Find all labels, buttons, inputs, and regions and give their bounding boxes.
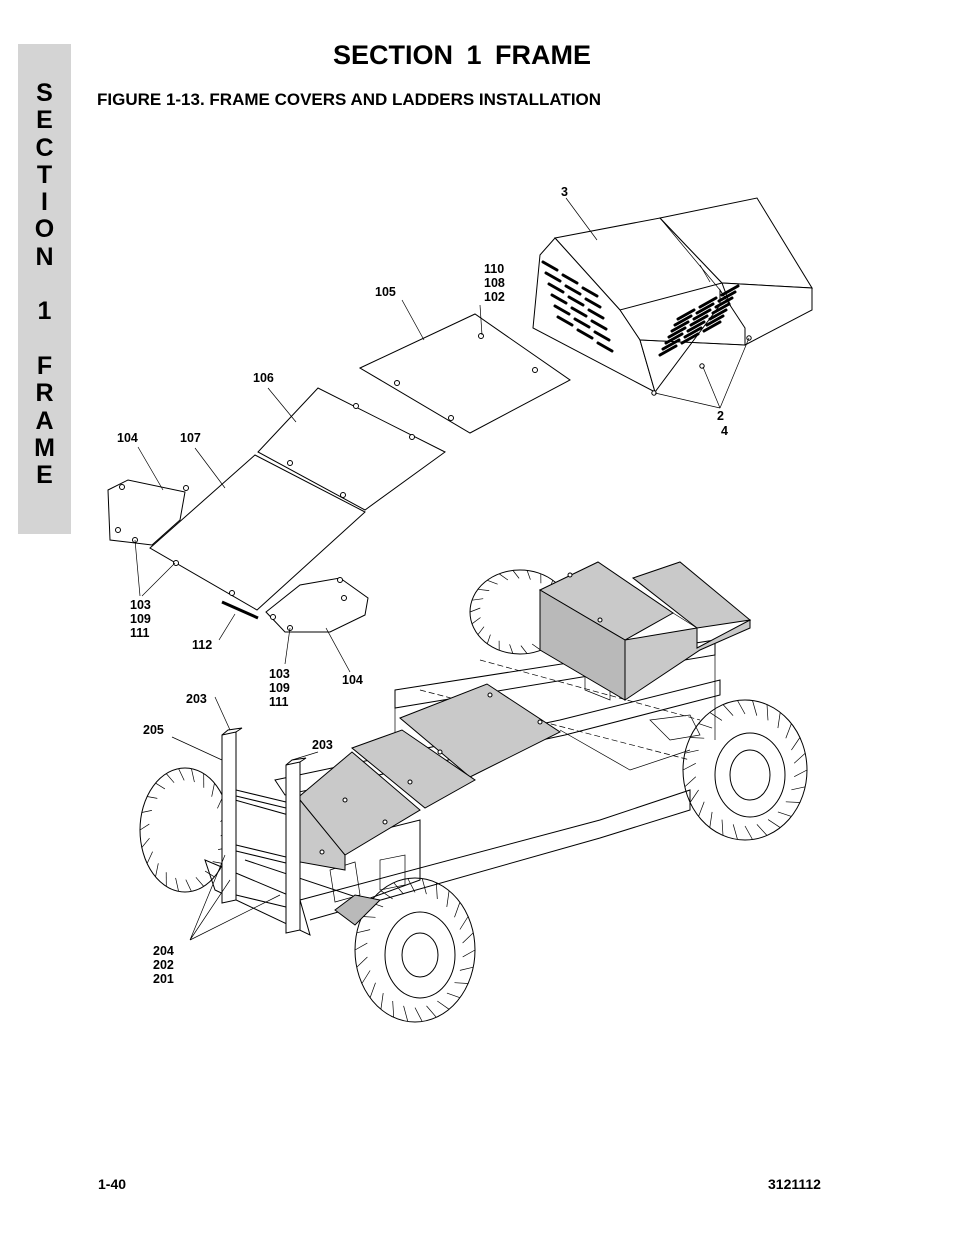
callout-109-left: 109 — [130, 612, 151, 626]
machine-frame — [139, 561, 808, 1023]
callout-205: 205 — [143, 723, 164, 737]
side-tab-letter: M — [34, 433, 55, 462]
callout-103-right: 103 — [269, 667, 290, 681]
callout-203-left: 203 — [186, 692, 207, 706]
callout-4: 4 — [721, 424, 728, 438]
callout-111-right: 111 — [269, 695, 289, 709]
side-tab-letter: E — [36, 106, 53, 135]
callout-104-upper: 104 — [117, 431, 138, 445]
callout-110: 110 — [484, 262, 504, 276]
side-tab-letter: R — [35, 379, 54, 408]
ladder — [221, 727, 307, 934]
callout-106: 106 — [253, 371, 274, 385]
side-tab-letter: N — [35, 242, 54, 271]
callout-111-left: 111 — [130, 626, 150, 640]
callout-103-left: 103 — [130, 598, 151, 612]
side-tab-letter: E — [36, 461, 53, 490]
callout-102: 102 — [484, 290, 505, 304]
callout-105: 105 — [375, 285, 396, 299]
callout-labels: 3 110 108 102 105 106 104 107 2 4 103 10… — [117, 185, 728, 986]
callout-201: 201 — [153, 972, 174, 986]
document-number: 3121112 — [768, 1176, 821, 1192]
side-tab-letter: C — [35, 133, 54, 162]
page-title: SECTION 1 FRAME — [332, 40, 592, 70]
side-tab-letter: A — [35, 406, 54, 435]
side-tab-letter: T — [36, 160, 53, 189]
frame-cover-assembly — [532, 197, 813, 396]
callout-108: 108 — [484, 276, 505, 290]
page-number: 1-40 — [98, 1176, 127, 1192]
callout-3: 3 — [561, 185, 568, 199]
side-tab-letter: 1 — [37, 297, 52, 326]
callout-112: 112 — [192, 638, 212, 652]
side-tab-letter: O — [34, 215, 55, 244]
side-tab-letter: I — [41, 188, 48, 217]
callout-202: 202 — [153, 958, 174, 972]
callout-2: 2 — [717, 409, 724, 423]
callout-204: 204 — [153, 944, 174, 958]
leader-lines — [134, 197, 750, 941]
callout-107: 107 — [180, 431, 201, 445]
callout-109-right: 109 — [269, 681, 290, 695]
figure-title: FIGURE 1-13. FRAME COVERS AND LADDERS IN… — [97, 90, 602, 109]
callout-203-right: 203 — [312, 738, 333, 752]
floor-panels — [107, 313, 571, 633]
side-tab-letter: S — [36, 79, 53, 107]
callout-104-lower: 104 — [342, 673, 363, 687]
side-tab-letter: F — [36, 351, 53, 380]
